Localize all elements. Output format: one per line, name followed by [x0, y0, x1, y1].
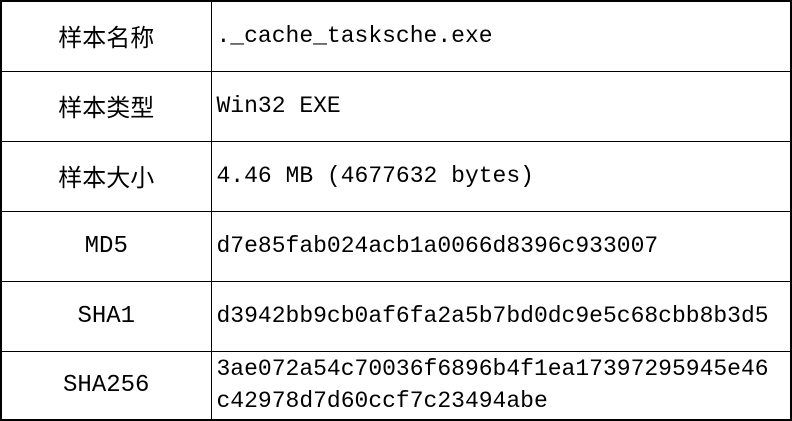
sha1-label: SHA1 — [0, 280, 212, 352]
sha256-label: SHA256 — [0, 350, 212, 421]
sha256-value-text: 3ae072a54c70036f6896b4f1ea17397295945e46… — [216, 356, 769, 415]
sample-size-row: 样本大小 4.46 MB (4677632 bytes) — [0, 140, 792, 212]
md5-value-text: d7e85fab024acb1a0066d8396c933007 — [216, 232, 659, 259]
sample-name-value-text: ._cache_tasksche.exe — [216, 23, 493, 50]
md5-label: MD5 — [0, 210, 212, 282]
sample-size-value: 4.46 MB (4677632 bytes) — [210, 140, 792, 212]
sample-name-row: 样本名称 ._cache_tasksche.exe — [0, 0, 792, 72]
sample-size-value-text: 4.46 MB (4677632 bytes) — [216, 162, 534, 189]
sample-type-value: Win32 EXE — [210, 70, 792, 142]
sha256-value: 3ae072a54c70036f6896b4f1ea17397295945e46… — [210, 350, 792, 421]
sample-type-row: 样本类型 Win32 EXE — [0, 70, 792, 142]
sample-type-value-text: Win32 EXE — [216, 92, 341, 119]
sha1-value: d3942bb9cb0af6fa2a5b7bd0dc9e5c68cbb8b3d5 — [210, 280, 792, 352]
sha256-row: SHA256 3ae072a54c70036f6896b4f1ea1739729… — [0, 350, 792, 421]
md5-row: MD5 d7e85fab024acb1a0066d8396c933007 — [0, 210, 792, 282]
sample-name-label: 样本名称 — [0, 0, 212, 72]
sha1-value-text: d3942bb9cb0af6fa2a5b7bd0dc9e5c68cbb8b3d5 — [216, 302, 769, 329]
sample-type-label: 样本类型 — [0, 70, 212, 142]
sample-name-value: ._cache_tasksche.exe — [210, 0, 792, 72]
sha1-row: SHA1 d3942bb9cb0af6fa2a5b7bd0dc9e5c68cbb… — [0, 280, 792, 352]
sample-size-label: 样本大小 — [0, 140, 212, 212]
md5-value: d7e85fab024acb1a0066d8396c933007 — [210, 210, 792, 282]
